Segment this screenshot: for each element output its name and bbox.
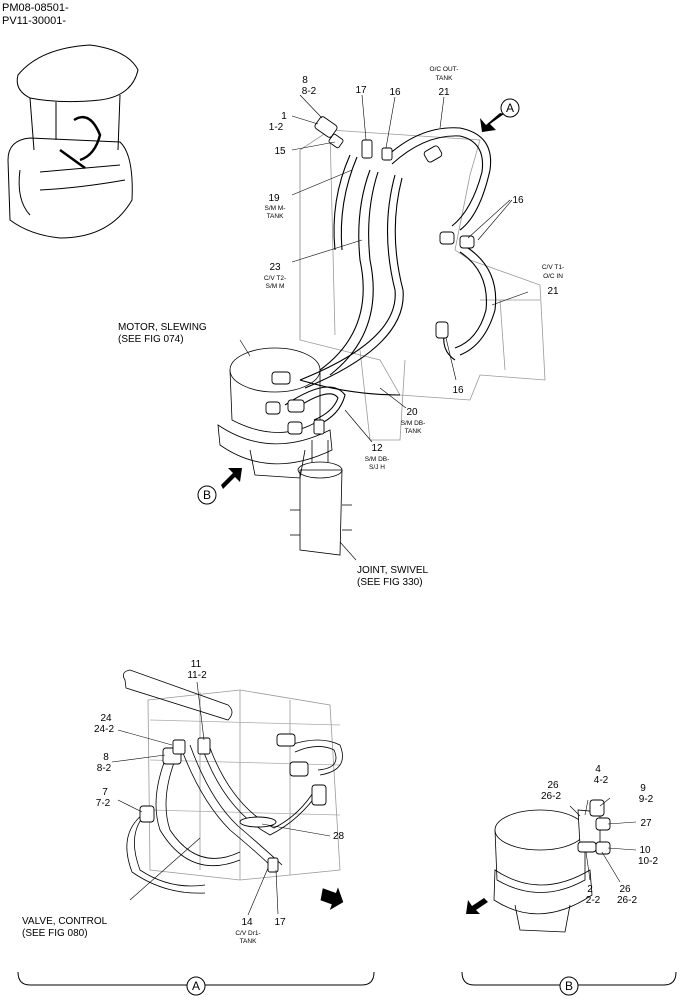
callout-16-right: 16 bbox=[512, 195, 524, 206]
callout-16-bottom: 16 bbox=[452, 385, 464, 396]
detail-b-callout-2-2: 2-2 bbox=[586, 895, 601, 906]
detail-b-callout-4: 4 bbox=[595, 764, 601, 775]
detail-a-flow-arrow bbox=[320, 887, 344, 910]
sm-m-tank-line2: TANK bbox=[267, 213, 285, 220]
cv-t1-line2: O/C IN bbox=[543, 273, 563, 280]
detail-a-marker-circle bbox=[186, 976, 206, 996]
sm-db-sjh-line1: S/M DB- bbox=[365, 456, 390, 463]
detail-a-fittings bbox=[139, 733, 327, 873]
detail-a-drawing bbox=[122, 669, 343, 894]
detail-b-callout-10-2: 10-2 bbox=[638, 856, 658, 867]
fittings-main bbox=[265, 116, 475, 435]
callout-20: 20 bbox=[406, 407, 418, 418]
detail-b-leaders bbox=[569, 797, 637, 883]
detail-b-callout-4-2: 4-2 bbox=[594, 775, 609, 786]
detail-b-marker: B bbox=[565, 979, 573, 993]
detail-a-callout-24-2: 24-2 bbox=[94, 724, 114, 735]
callout-8: 8 bbox=[302, 75, 308, 86]
detail-a-labels: 11 11-2 24 24-2 8 8-2 7 7-2 28 VALVE, CO… bbox=[22, 659, 345, 945]
callout-1-2: 1-2 bbox=[269, 122, 284, 133]
oc-out-tank-line1: O/C OUT- bbox=[430, 66, 459, 73]
joint-swivel-line1: JOINT, SWIVEL bbox=[357, 565, 429, 576]
detail-a-callout-14: 14 bbox=[241, 917, 253, 928]
detail-b-callout-27: 27 bbox=[640, 818, 652, 829]
callout-16-top: 16 bbox=[389, 87, 401, 98]
detail-b-callout-26b-2: 26-2 bbox=[617, 895, 637, 906]
detail-b-flow-arrow bbox=[466, 898, 488, 914]
detail-a-callout-17: 17 bbox=[274, 917, 286, 928]
valve-control-line1: VALVE, CONTROL bbox=[22, 916, 108, 927]
detail-a-callout-24: 24 bbox=[100, 713, 112, 724]
joint-swivel-line2: (SEE FIG 330) bbox=[357, 577, 423, 588]
labels-main: 8 8-2 17 16 O/C OUT- TANK 21 1 1-2 15 19… bbox=[118, 66, 564, 588]
detail-b-callout-9: 9 bbox=[640, 783, 646, 794]
sm-db-sjh-line2: S/J H bbox=[369, 464, 385, 471]
motor-slewing-line2: (SEE FIG 074) bbox=[118, 334, 184, 345]
sm-m-tank-line1: S/M M- bbox=[265, 205, 286, 212]
view-a-arrow: A bbox=[480, 98, 520, 132]
cv-dr1-line1: C/V Dr1- bbox=[235, 930, 260, 937]
detail-a-callout-8: 8 bbox=[103, 752, 109, 763]
motor-slewing-line1: MOTOR, SLEWING bbox=[118, 322, 207, 333]
detail-a-callout-11-2: 11-2 bbox=[187, 670, 207, 681]
excavator-thumbnail bbox=[7, 44, 139, 239]
detail-b-marker-circle bbox=[559, 976, 579, 996]
callout-19: 19 bbox=[268, 193, 280, 204]
sm-db-tank-line2: TANK bbox=[405, 428, 423, 435]
detail-b-callout-26-2: 26-2 bbox=[541, 791, 561, 802]
callout-1: 1 bbox=[281, 111, 287, 122]
detail-a-marker: A bbox=[192, 979, 200, 993]
view-b-marker: B bbox=[203, 488, 211, 502]
detail-a-callout-7-2: 7-2 bbox=[96, 798, 111, 809]
valve-control-line2: (SEE FIG 080) bbox=[22, 928, 88, 939]
detail-b-callout-26: 26 bbox=[547, 780, 559, 791]
header-serial-1: PM08-08501- bbox=[2, 2, 69, 14]
detail-a-leaders bbox=[111, 681, 331, 916]
cv-t2-line2: S/M M bbox=[266, 283, 285, 290]
cv-t1-line1: C/V T1- bbox=[542, 264, 564, 271]
sm-db-tank-line1: S/M DB- bbox=[401, 420, 426, 427]
callout-21-top: 21 bbox=[438, 87, 450, 98]
callout-21-right: 21 bbox=[547, 286, 559, 297]
detail-b-fittings bbox=[577, 799, 611, 855]
callout-23: 23 bbox=[269, 262, 281, 273]
detail-a-callout-8-2: 8-2 bbox=[97, 763, 112, 774]
detail-b-labels: 4 4-2 26 26-2 9 9-2 27 10 10-2 2 2-2 26 … bbox=[541, 764, 658, 906]
cv-t2-line1: C/V T2- bbox=[264, 275, 286, 282]
leader-lines-main bbox=[239, 94, 529, 561]
detail-b-callout-10: 10 bbox=[639, 845, 651, 856]
detail-a-callout-11: 11 bbox=[191, 659, 202, 670]
oc-out-tank-line2: TANK bbox=[436, 75, 454, 82]
view-a-marker: A bbox=[506, 101, 514, 115]
cv-dr1-line2: TANK bbox=[240, 938, 258, 945]
callout-17: 17 bbox=[355, 85, 367, 96]
callout-15: 15 bbox=[274, 146, 286, 157]
detail-b-callout-9-2: 9-2 bbox=[639, 794, 654, 805]
callout-12: 12 bbox=[371, 443, 383, 454]
detail-b-callout-26b: 26 bbox=[619, 884, 631, 895]
view-b-arrow: B bbox=[197, 468, 242, 505]
detail-b-callout-2: 2 bbox=[587, 884, 593, 895]
header-serial-2: PV11-30001- bbox=[2, 15, 66, 27]
detail-a-callout-7: 7 bbox=[102, 787, 108, 798]
hoses-main bbox=[284, 127, 497, 426]
main-assembly bbox=[217, 129, 546, 556]
callout-8-2: 8-2 bbox=[302, 86, 317, 97]
detail-a-callout-28: 28 bbox=[333, 831, 345, 842]
detail-b-drawing bbox=[493, 809, 601, 933]
